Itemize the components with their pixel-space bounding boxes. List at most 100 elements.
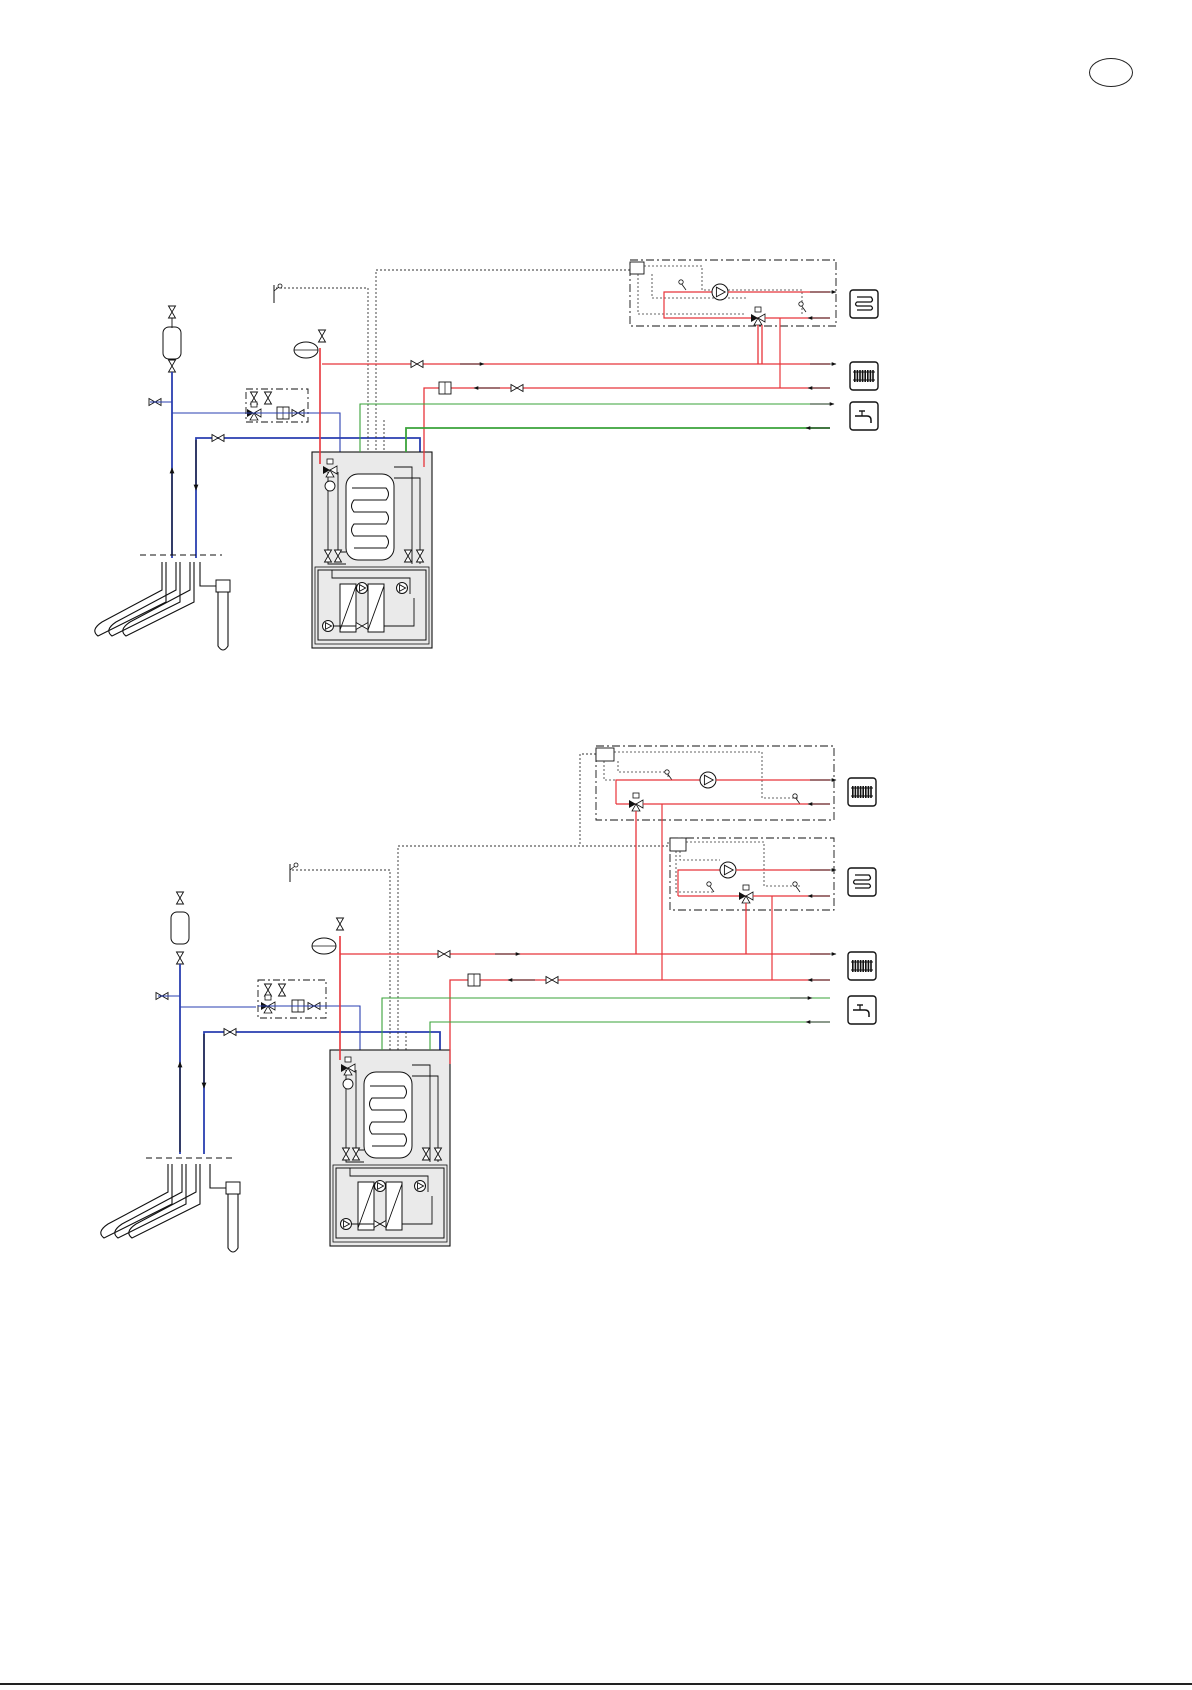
sensor-head	[707, 882, 711, 886]
shutoff-valve-icon	[169, 306, 176, 318]
icon-frame	[850, 290, 878, 318]
temperature-sensor-icon	[665, 770, 672, 780]
shutoff-valve-icon	[177, 952, 184, 964]
filter-icon	[468, 974, 480, 986]
temperature-sensor-icon	[707, 882, 714, 892]
borehole-icon	[200, 562, 230, 650]
sensor-head	[793, 882, 797, 886]
sensor-head	[799, 302, 803, 306]
shutoff-valve-icon	[279, 984, 286, 996]
borehole-connection	[200, 562, 216, 586]
shutoff-valve-icon	[212, 435, 224, 442]
diagram-2	[101, 746, 876, 1252]
heat-pump-unit	[330, 1050, 450, 1246]
shutoff-valve-icon	[265, 984, 272, 996]
heat-pump-unit	[312, 452, 432, 648]
language-badge	[1089, 58, 1133, 87]
shutoff-valve-body	[212, 435, 224, 442]
ground-loop-icon	[101, 1164, 200, 1238]
sensor-cable	[292, 870, 390, 1050]
shutoff-valve-icon	[546, 977, 558, 984]
sensor-head	[679, 280, 683, 284]
controller-cable	[680, 851, 720, 860]
shutoff-valve-body	[177, 892, 184, 904]
mixing-valve-icon	[751, 307, 765, 325]
radiator-icon	[848, 952, 876, 980]
mixing-valve-actuator	[327, 459, 333, 464]
shutoff-valve-body	[169, 306, 176, 318]
shutoff-valve-icon	[411, 361, 423, 368]
circulation-pump-icon	[712, 284, 728, 300]
shutoff-valve-body	[337, 918, 344, 930]
shutoff-valve-body	[279, 984, 286, 996]
mixing-valve-icon	[629, 793, 643, 811]
shutoff-valve-icon	[319, 330, 326, 342]
expansion-vessel-icon	[312, 938, 336, 954]
sensor-head	[665, 770, 669, 774]
mixing-valve-icon	[739, 885, 753, 903]
temperature-sensor-icon	[793, 794, 800, 804]
shutoff-valve-icon	[438, 951, 450, 958]
shutoff-valve-icon	[337, 918, 344, 930]
hot-water-tap-icon	[850, 402, 878, 430]
temperature-sensor-icon	[799, 302, 806, 312]
immersion-heater-icon	[325, 481, 335, 491]
outdoor-sensor-icon	[274, 284, 282, 303]
temperature-sensor-icon	[793, 882, 800, 892]
shutoff-valve-body	[169, 360, 176, 372]
mixing-valve-icon	[261, 995, 275, 1013]
cold-water-supply	[382, 998, 830, 1050]
circulation-pump-icon	[397, 583, 408, 594]
radiator-icon	[848, 778, 876, 806]
mixing-valve-actuator	[743, 885, 749, 890]
circulation-pump-icon	[375, 1181, 386, 1192]
borehole-probe	[218, 592, 228, 650]
diagram-1	[95, 260, 878, 650]
brine-pipe	[258, 1006, 360, 1050]
immersion-heater-icon	[343, 1079, 353, 1089]
mixing-valve-actuator	[265, 995, 271, 1000]
shutoff-valve-body	[511, 385, 523, 392]
mixing-valve-icon	[247, 402, 261, 420]
sensor-cable	[276, 288, 368, 454]
sensor-head	[278, 284, 282, 288]
temperature-sensor-icon	[679, 280, 686, 290]
mixing-controller	[670, 838, 686, 851]
shutoff-valve-body	[265, 984, 272, 996]
filter-icon	[439, 382, 451, 394]
vessel-body	[163, 327, 181, 359]
sensor-head	[294, 863, 298, 867]
circulation-pump-icon	[357, 583, 368, 594]
borehole-connection	[210, 1164, 226, 1188]
outdoor-sensor-icon	[290, 863, 298, 882]
circulation-pump-icon	[341, 1219, 352, 1230]
mixing-valve-actuator	[345, 1057, 351, 1062]
mixing-valve-actuator	[251, 402, 257, 407]
hot-water-outlet	[406, 428, 830, 452]
mixed-circuit-pipe	[664, 296, 758, 318]
level-vessel-icon	[171, 912, 189, 944]
circulation-pump-icon	[323, 621, 334, 632]
ground-loop-icon	[95, 562, 194, 636]
shutoff-valve-icon	[224, 1029, 236, 1036]
shutoff-valve-body	[438, 951, 450, 958]
shutoff-valve-icon	[177, 892, 184, 904]
controller-cable	[638, 274, 746, 314]
brine-pipe	[246, 413, 340, 452]
hot-water-outlet	[430, 1022, 830, 1050]
sensor-head	[793, 794, 797, 798]
mixing-valve-actuator	[633, 793, 639, 798]
shutoff-valve-icon	[265, 392, 272, 404]
shutoff-valve-body	[224, 1029, 236, 1036]
shutoff-valve-body	[177, 952, 184, 964]
vessel-body	[171, 912, 189, 944]
floor-heating-icon	[848, 868, 876, 896]
borehole-probe	[228, 1194, 238, 1252]
controller-cable	[686, 842, 800, 886]
expansion-vessel-icon	[294, 342, 318, 358]
shutoff-valve-body	[265, 392, 272, 404]
hot-water-tap-icon	[848, 996, 876, 1024]
controller-cable	[652, 274, 746, 298]
